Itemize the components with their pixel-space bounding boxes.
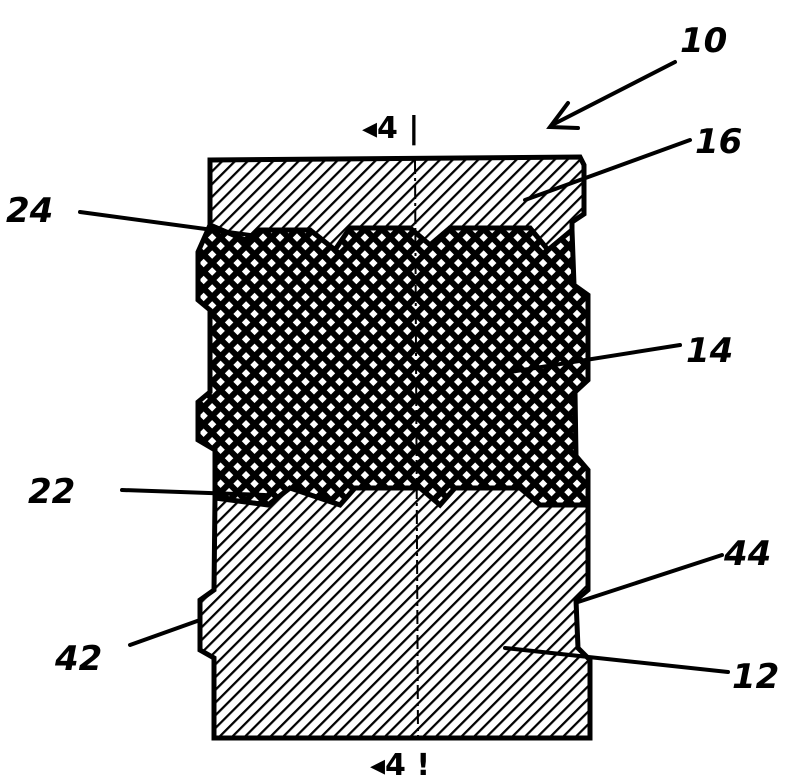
leader-right-groove	[576, 553, 724, 604]
section-mark-bottom: ◂4 !	[370, 748, 430, 781]
assembly-arrow	[546, 60, 677, 130]
label-left-groove: 42	[54, 639, 102, 679]
leader-lower-joint	[120, 488, 267, 497]
leader-middle-body	[508, 343, 682, 374]
label-lower-joint: 22	[28, 472, 75, 512]
label-upper-joint: 24	[6, 191, 53, 231]
section-mark-top: ◂4 |	[362, 111, 419, 146]
leader-upper-joint	[78, 210, 252, 237]
label-middle-body: 14	[686, 331, 733, 371]
label-right-groove: 44	[723, 534, 771, 574]
bottom-body-part	[197, 485, 593, 741]
center-axis	[414, 159, 419, 739]
middle-body-part	[195, 221, 591, 509]
leader-bottom-body	[503, 646, 730, 674]
leader-top-cap	[523, 138, 692, 202]
label-assembly: 10	[680, 21, 727, 61]
label-top-cap: 16	[695, 122, 742, 162]
leader-left-groove	[128, 618, 202, 647]
label-bottom-body: 12	[732, 657, 779, 697]
